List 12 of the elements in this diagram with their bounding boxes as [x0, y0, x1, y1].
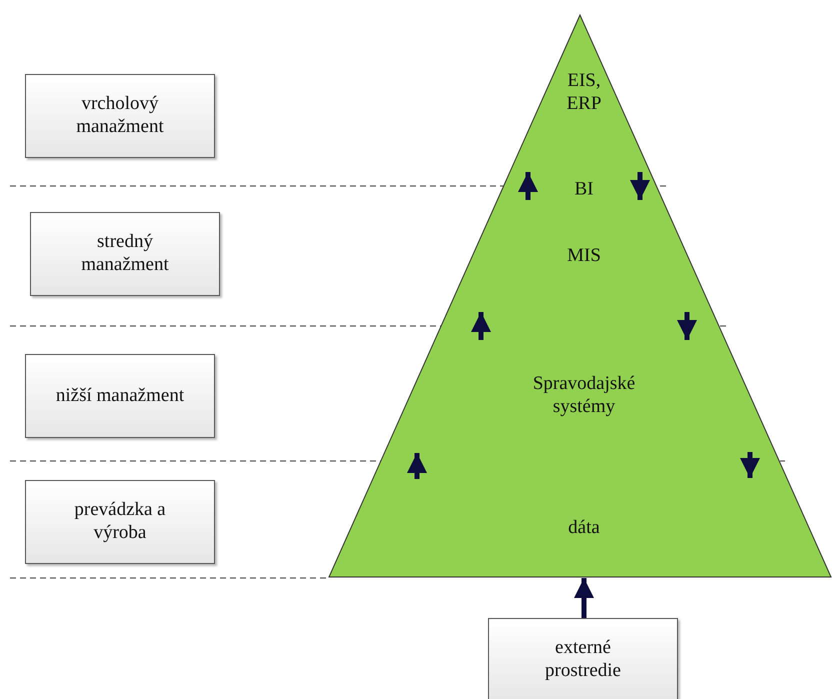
pyramid-level: Spravodajské systémy: [390, 340, 778, 452]
level-label: BI: [574, 178, 594, 202]
level-box: externé prostredie: [488, 618, 678, 699]
level-box: stredný manažment: [30, 212, 220, 296]
arrow: [574, 578, 594, 618]
level-box: nižší manažment: [25, 354, 215, 438]
pyramid-level: dáta: [390, 478, 778, 578]
pyramid-level: MIS: [448, 200, 720, 312]
pyramid-level: EIS, ERP: [505, 14, 663, 172]
level-box: vrcholový manažment: [25, 74, 215, 158]
level-box: prevádzka a výroba: [25, 480, 215, 564]
pyramid: [328, 14, 832, 578]
